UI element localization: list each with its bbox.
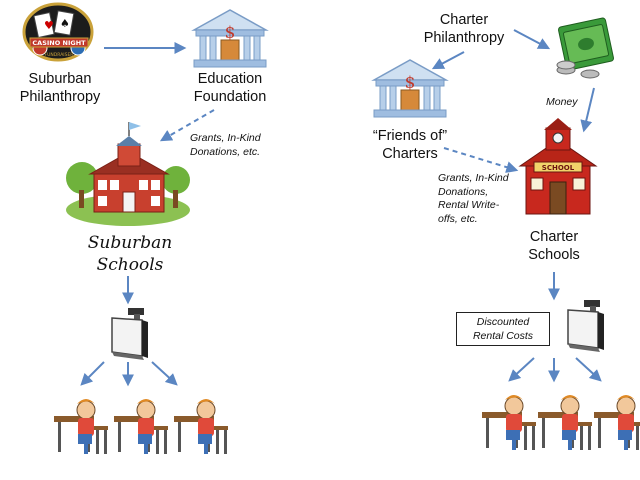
suburban-school-icon <box>66 122 190 226</box>
student-icon <box>53 398 109 455</box>
suburban-whiteboard-icon <box>111 307 149 361</box>
arrow-board-to-student <box>80 361 105 386</box>
student-icon <box>593 394 640 451</box>
charter-whiteboard-icon <box>567 299 605 353</box>
arrow-charter-to-friends <box>431 51 465 70</box>
dollar-sign: $ <box>405 73 416 93</box>
suburban-students <box>53 398 229 455</box>
education-foundation-label: Education Foundation <box>193 71 267 105</box>
charter-grants-note: Grants, In-Kind Donations, Rental Write-… <box>438 172 509 225</box>
arrow-charter-to-money <box>513 29 551 50</box>
arrow-board-to-student <box>151 361 178 386</box>
casino-sign-line1: CASINO NIGHT <box>32 39 86 47</box>
suburban-philanthropy-label: Suburban Philanthropy <box>19 71 101 105</box>
friends-of-charters-label: “Friends of” Charters <box>372 128 448 162</box>
arrow-foundation-to-schools <box>159 109 215 142</box>
money-stack-icon <box>556 17 614 79</box>
arrow-board-to-student <box>508 357 535 382</box>
charter-schools-label: Charter Schools <box>528 229 580 263</box>
arrow-board-to-student <box>575 357 602 382</box>
arrow-money-to-school <box>580 87 595 133</box>
arrow-friends-to-school <box>443 147 519 173</box>
suburban-schools-label: Suburban Schools <box>87 233 173 275</box>
student-icon <box>173 398 229 455</box>
friends-of-charters-bank-icon: $ <box>373 59 447 118</box>
student-icon <box>113 398 169 455</box>
charter-students <box>481 394 640 451</box>
school-sign: SCHOOL <box>542 164 575 172</box>
casino-sign-line2: FUNDRAISER <box>45 52 74 58</box>
student-icon <box>481 394 537 451</box>
education-foundation-bank-icon: $ <box>193 9 267 68</box>
money-note: Money <box>546 96 578 108</box>
charter-philanthropy-label: Charter Philanthropy <box>423 12 505 46</box>
suburban-grants-note: Grants, In-Kind Donations, etc. <box>190 132 261 158</box>
casino-night-logo: ♥ ♠ CASINO NIGHT FUNDRAISER <box>22 2 94 62</box>
charter-school-icon: SCHOOL <box>518 118 598 215</box>
student-icon <box>537 394 593 451</box>
discounted-rental-box: Discounted Rental Costs <box>456 312 550 346</box>
svg-text:♠: ♠ <box>60 17 70 30</box>
dollar-sign: $ <box>225 23 236 43</box>
svg-text:♥: ♥ <box>44 19 54 32</box>
